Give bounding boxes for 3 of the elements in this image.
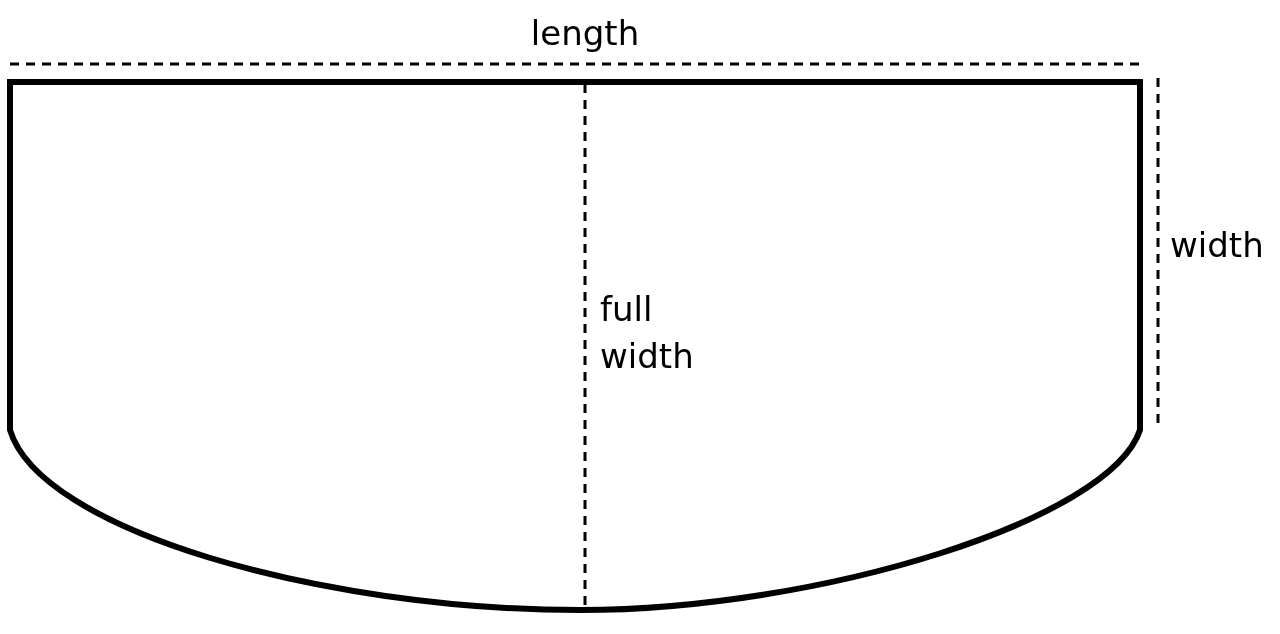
dimension-label: length — [529, 12, 641, 55]
dimension-label: width — [1170, 224, 1264, 267]
dimension-label: full width — [600, 288, 695, 378]
